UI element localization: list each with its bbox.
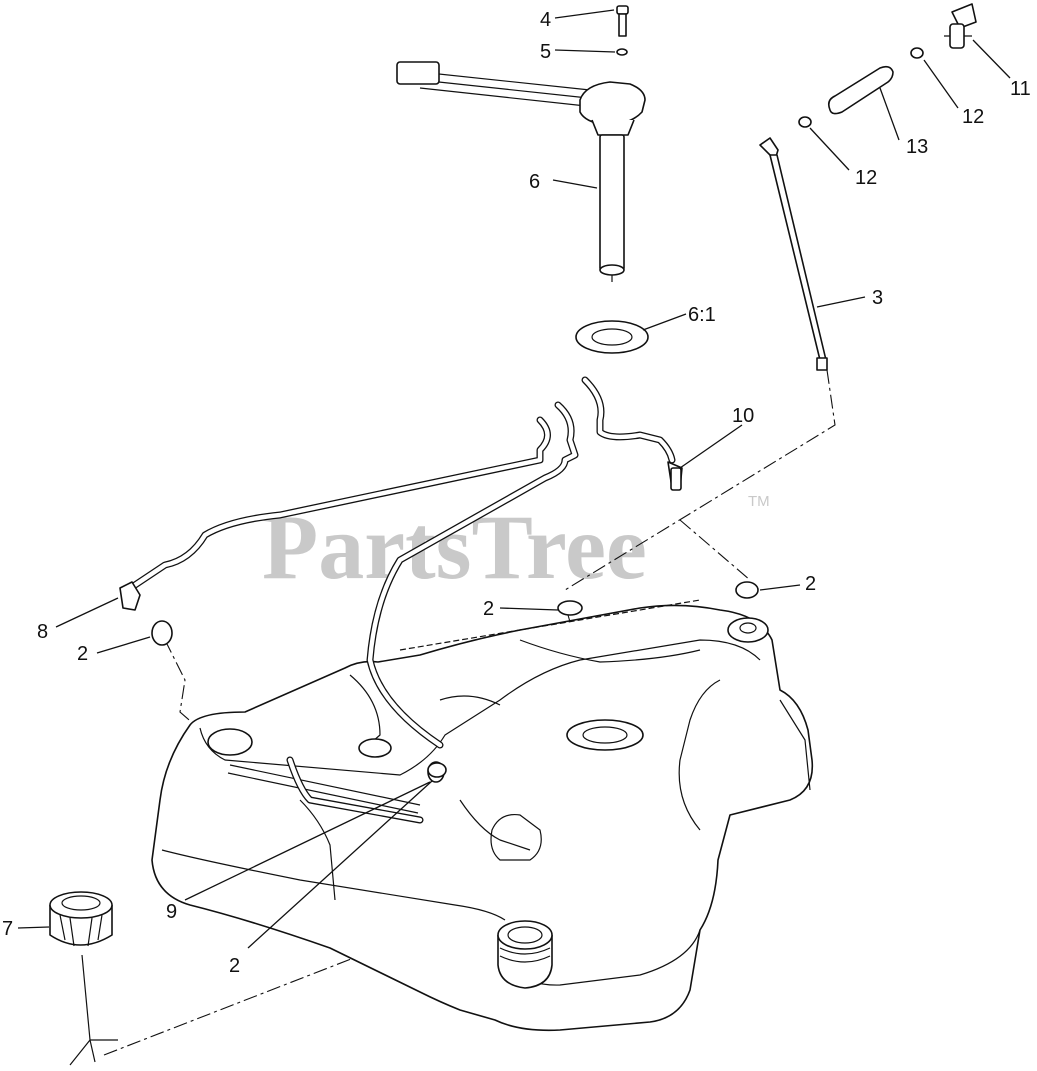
callout-2-right: 2 (805, 573, 816, 595)
fuel-hose[interactable] (828, 65, 894, 115)
fuel-level-sender[interactable] (396, 61, 646, 282)
fuel-lines (131, 376, 676, 824)
watermark-text: PartsTree (262, 496, 647, 598)
leader-lines (17, 9, 1011, 949)
callout-5: 5 (540, 41, 551, 63)
sender-gasket[interactable] (575, 320, 649, 354)
callout-2-bottom: 2 (229, 955, 240, 977)
callout-12-bottom: 12 (855, 167, 877, 189)
callout-2-left: 2 (77, 643, 88, 665)
callout-10: 10 (732, 405, 754, 427)
callout-12-top: 12 (962, 106, 984, 128)
callout-13: 13 (906, 136, 928, 158)
callout-7: 7 (2, 918, 13, 940)
connector-icon (396, 61, 440, 85)
callout-2-center: 2 (483, 598, 494, 620)
shutoff-valve[interactable] (944, 3, 977, 49)
callout-6-1: 6:1 (688, 304, 716, 326)
callout-6: 6 (529, 171, 540, 193)
callout-labels: 4 5 6 6:1 11 12 12 13 3 10 8 2 2 2 2 9 7 (2, 9, 1031, 977)
grommets[interactable] (151, 581, 759, 783)
callout-9: 9 (166, 901, 177, 923)
callout-11: 11 (1010, 78, 1031, 100)
fuel-pickup-tube[interactable] (759, 137, 828, 371)
fuel-tank[interactable] (151, 599, 814, 1032)
watermark-trademark: TM (748, 493, 770, 510)
fuel-cap[interactable] (49, 891, 118, 1066)
fittings[interactable] (119, 461, 683, 611)
callout-8: 8 (37, 621, 48, 643)
screw-and-washer[interactable] (616, 5, 629, 56)
hose-clamps[interactable] (798, 47, 924, 128)
callout-4: 4 (540, 9, 551, 31)
callout-3: 3 (872, 287, 883, 309)
